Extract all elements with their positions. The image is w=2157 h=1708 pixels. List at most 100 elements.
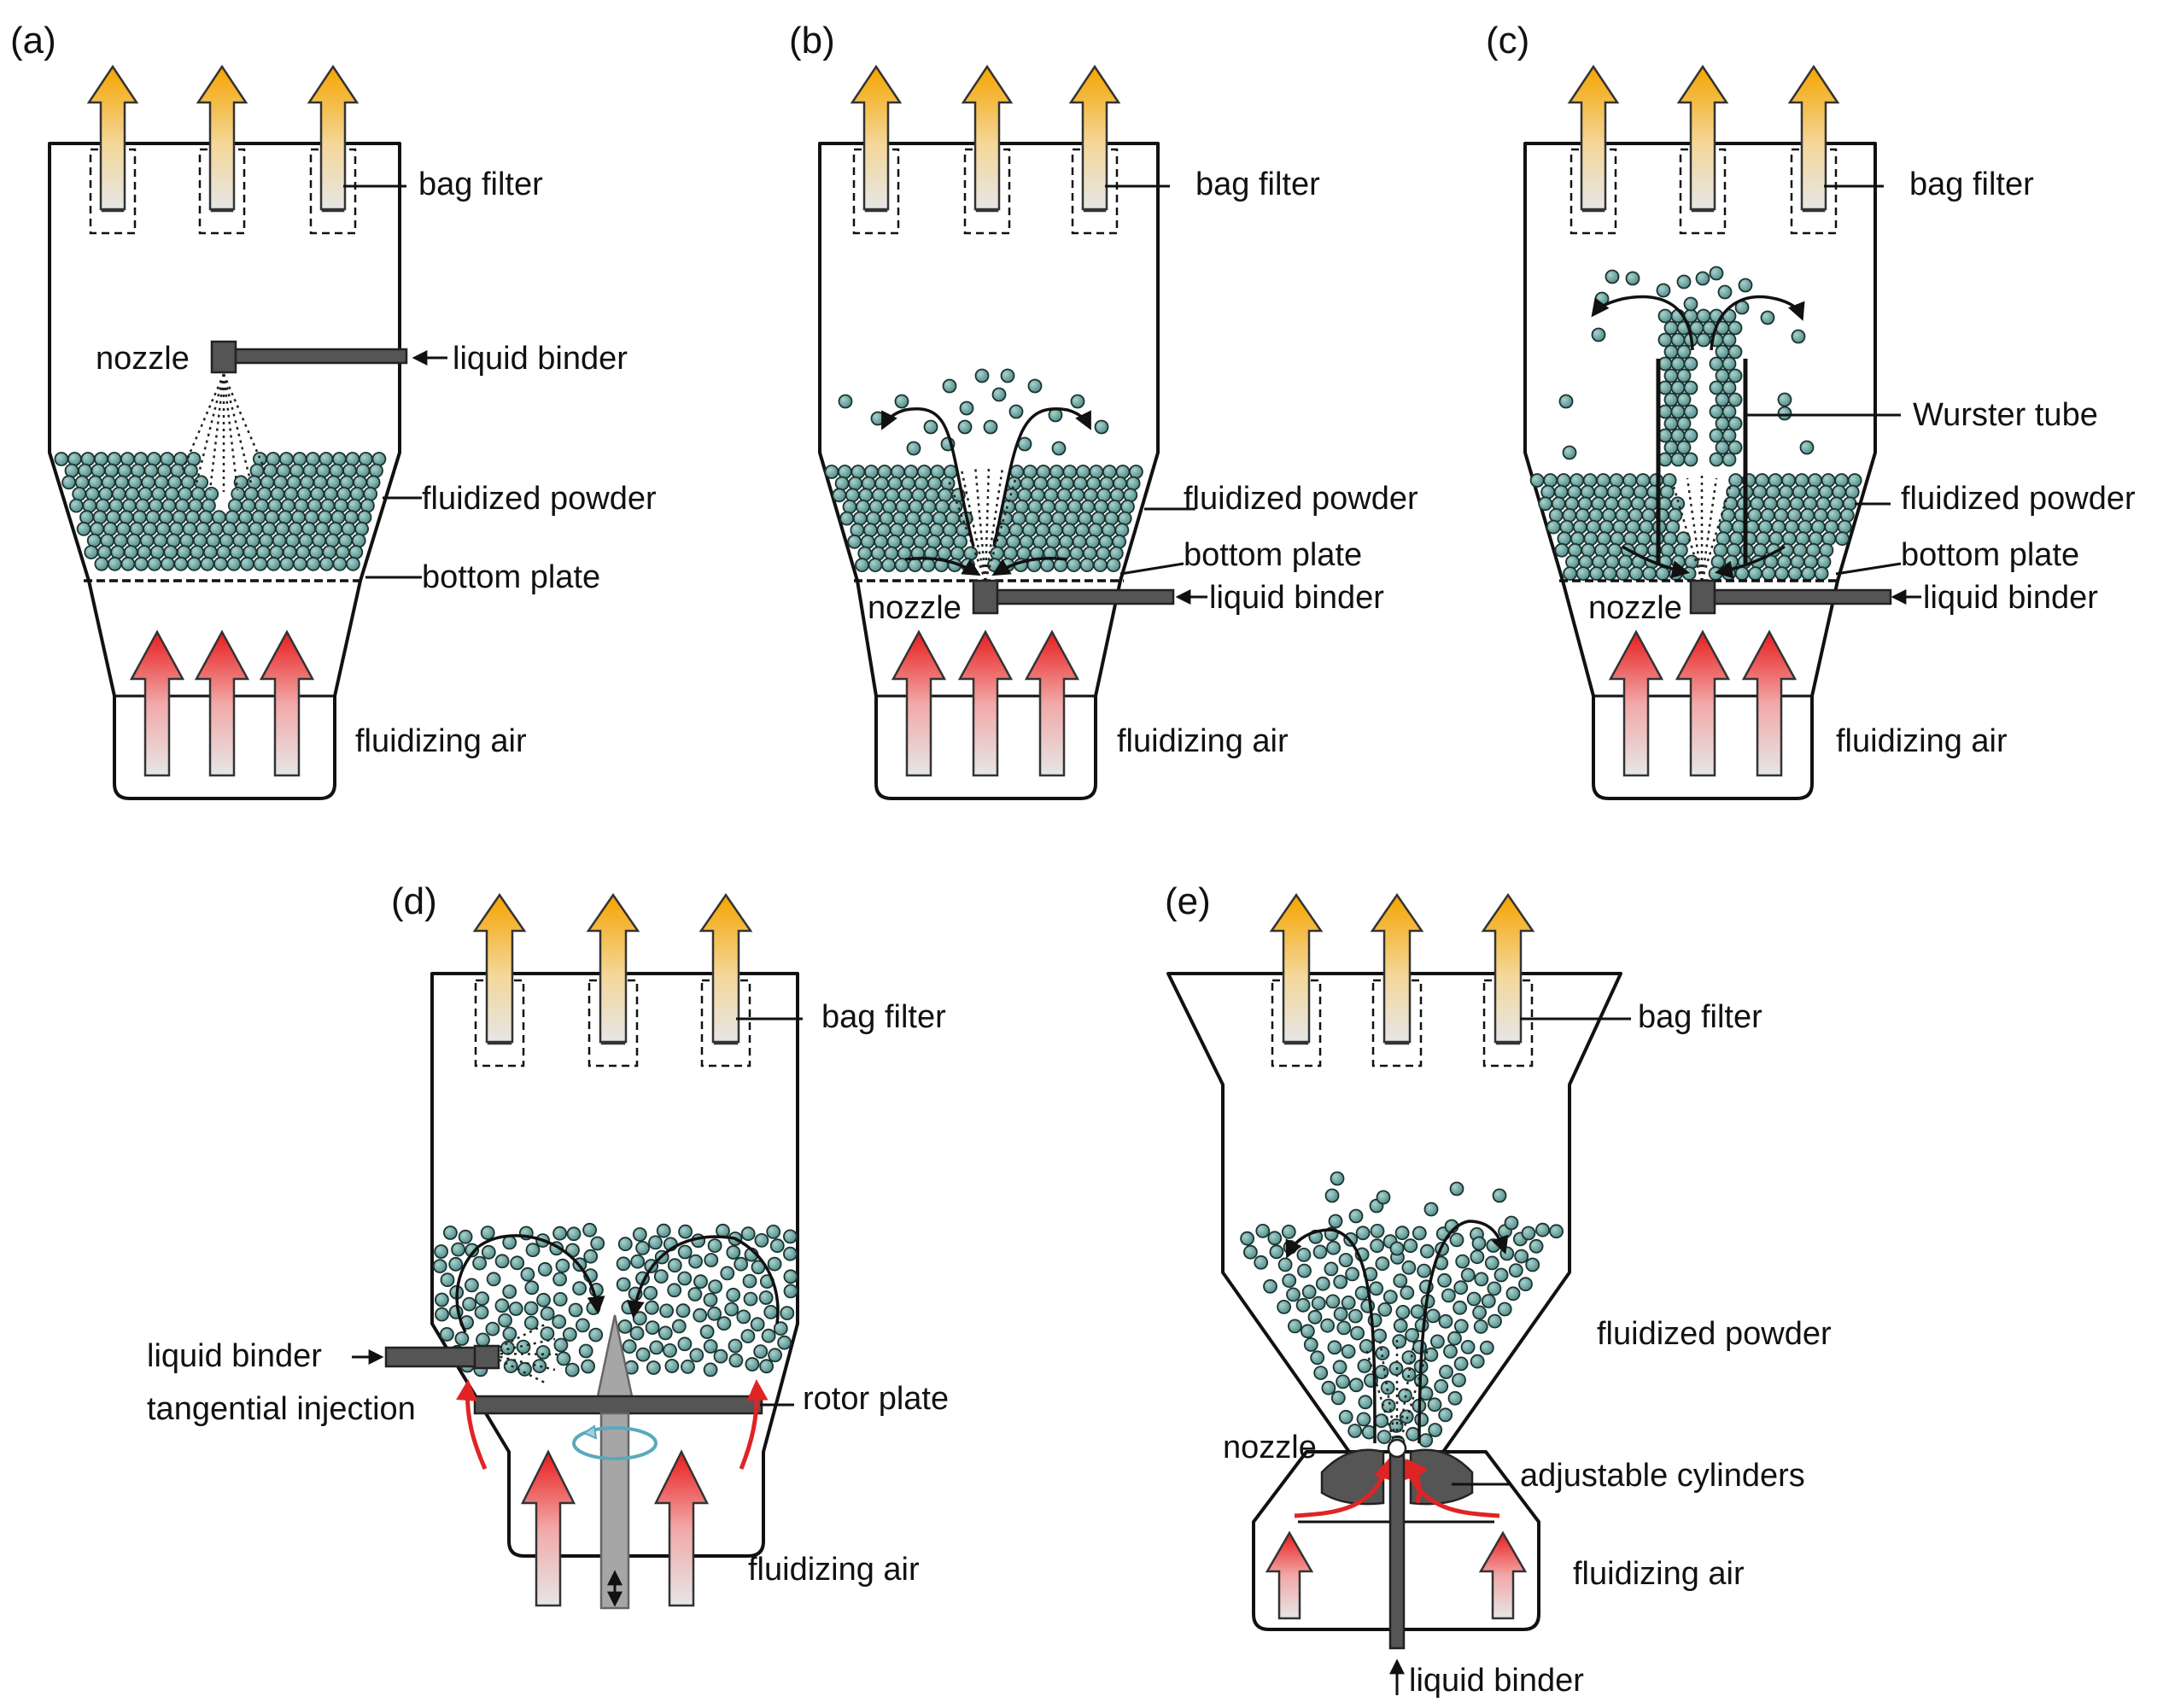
particle [304, 510, 319, 525]
particle [92, 510, 108, 525]
particle [145, 510, 161, 525]
particle [291, 510, 306, 525]
particle [1543, 473, 1558, 488]
panel-c-letter: (c) [1486, 20, 1529, 61]
particle [1696, 332, 1711, 348]
particle [629, 1325, 645, 1341]
panel-b-exhaust [850, 64, 1121, 235]
particle [486, 1272, 501, 1287]
particle [1593, 484, 1609, 500]
particle [1729, 531, 1744, 547]
particle [1051, 511, 1067, 526]
particle [1414, 1318, 1429, 1333]
particle [885, 488, 900, 503]
particle [1745, 519, 1760, 535]
particle [552, 1272, 567, 1287]
particle [1592, 554, 1606, 570]
particle [892, 511, 908, 526]
particle [1295, 1297, 1311, 1313]
particle [1488, 1313, 1502, 1329]
particle [1657, 380, 1673, 395]
particle [921, 500, 937, 514]
particle [1086, 476, 1101, 491]
particle [358, 452, 373, 466]
particle [208, 521, 224, 536]
particle [1628, 508, 1643, 523]
panel-d-rotor-plate [473, 1395, 763, 1415]
particle [288, 521, 303, 536]
particle [1568, 542, 1582, 558]
particle [294, 498, 309, 513]
particle [845, 488, 860, 503]
particle [1728, 473, 1743, 488]
particle [523, 1315, 539, 1331]
particle [270, 487, 285, 501]
particle [688, 1254, 703, 1269]
particle [767, 1256, 782, 1272]
exhaust-arrow-icon [586, 892, 640, 1044]
particle [78, 463, 92, 478]
particle [173, 556, 189, 571]
particle [1441, 1288, 1456, 1303]
particle [1657, 404, 1673, 419]
particle [1356, 1412, 1371, 1427]
particle [1072, 534, 1087, 549]
particle [1067, 558, 1081, 572]
particle [1607, 542, 1622, 558]
particle [1102, 465, 1117, 479]
panel-d-spray-icon [486, 1322, 561, 1385]
panel-d-tangential-injection-label: tangential injection [147, 1391, 416, 1427]
panel-e-nozzle-icon [1387, 1438, 1407, 1459]
particle [724, 1301, 739, 1317]
particle [206, 533, 221, 548]
particle [284, 487, 299, 501]
particle [172, 510, 187, 525]
particle [1079, 558, 1095, 572]
particle [1803, 554, 1818, 570]
particle [510, 1255, 525, 1271]
particle [1075, 523, 1090, 538]
particle [1474, 1272, 1489, 1287]
particle [1567, 484, 1582, 500]
particle [179, 533, 195, 548]
particle [263, 463, 278, 478]
particle [1064, 511, 1079, 526]
particle [1625, 519, 1640, 535]
particle [1642, 566, 1657, 581]
particle [80, 452, 96, 466]
particle [245, 533, 260, 548]
particle [974, 368, 990, 383]
particle [870, 411, 886, 426]
particle [1286, 1287, 1301, 1302]
particle [1683, 380, 1698, 395]
panel-d: (d) bag filter [147, 880, 949, 1610]
particle [157, 463, 172, 478]
particle [1117, 511, 1132, 526]
particle [905, 511, 921, 526]
particle [901, 476, 915, 491]
particle [1803, 496, 1818, 512]
particle [1633, 484, 1648, 500]
panel-a-bag-filter-label: bag filter [418, 167, 543, 202]
particle [276, 463, 291, 478]
particle [1655, 566, 1670, 581]
particle [1333, 1274, 1348, 1290]
particle [734, 1256, 749, 1272]
particle [1471, 1236, 1487, 1251]
particle [204, 487, 219, 501]
particle [174, 498, 190, 513]
particle [1847, 473, 1862, 488]
particle [645, 1320, 660, 1335]
particle [632, 1311, 647, 1326]
particle [1572, 519, 1587, 535]
particle [338, 533, 354, 548]
particle [1098, 534, 1114, 549]
particle [1348, 1308, 1363, 1324]
panel-e-red-flow-inner [1406, 1459, 1429, 1504]
particle [1779, 484, 1794, 500]
panel-c-spray-icon [1672, 475, 1732, 582]
particle [1722, 332, 1737, 348]
particle [1375, 1346, 1390, 1360]
particle [1003, 546, 1018, 561]
particle [84, 545, 99, 559]
